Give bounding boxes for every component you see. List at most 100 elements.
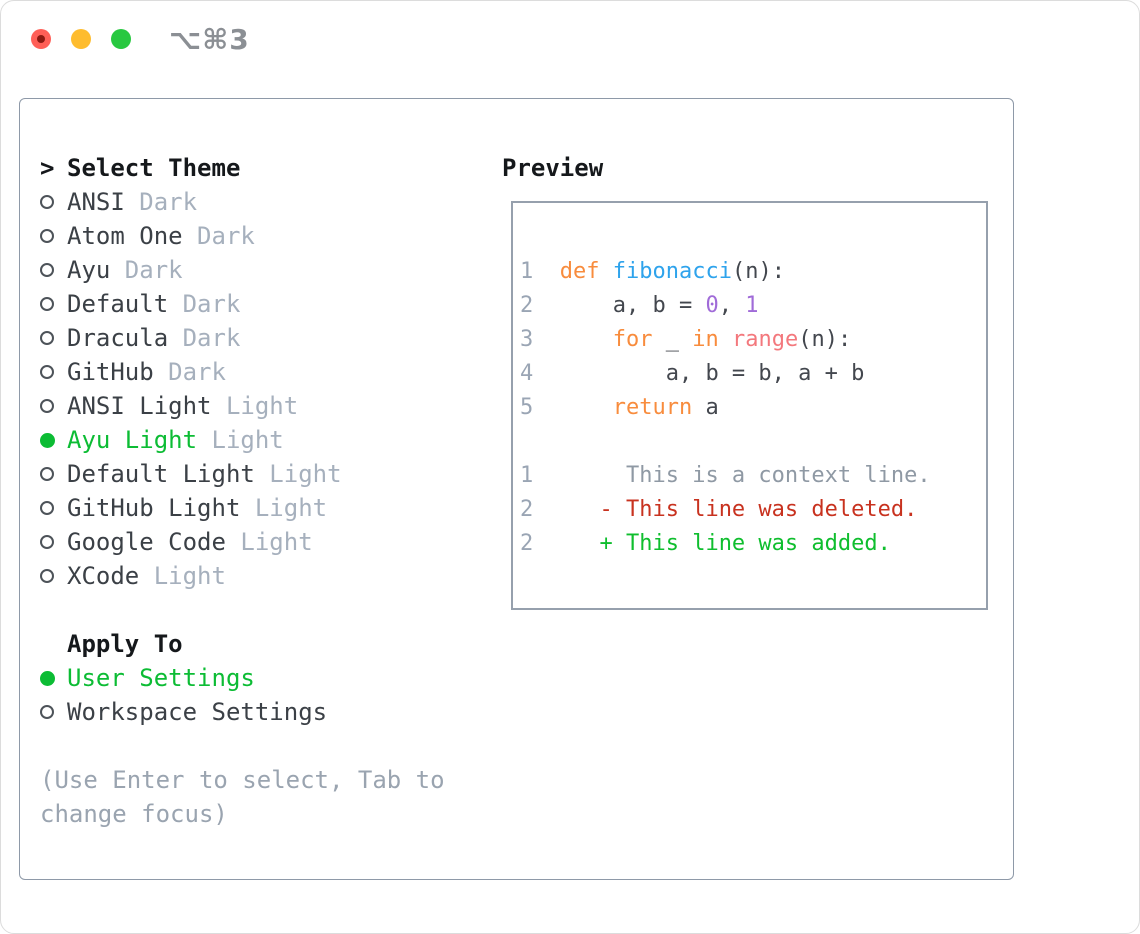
radio-icon [40, 705, 67, 719]
theme-option-ayu-dark[interactable]: Ayu Dark [40, 253, 490, 287]
theme-option-ansi-light-light[interactable]: ANSI Light Light [40, 389, 490, 423]
option-variant-label: Dark [182, 222, 255, 250]
option-variant-label: Light [225, 528, 313, 556]
apply-to-title: Apply To [67, 630, 183, 658]
option-label: Atom One [67, 222, 183, 250]
titlebar: ⌥⌘3 [1, 1, 1139, 77]
option-label: GitHub [67, 358, 154, 386]
code-segment-fn: fibonacci [612, 258, 732, 284]
option-label: User Settings [67, 664, 255, 692]
radio-icon [40, 569, 67, 583]
code-segment-ln: 2 [520, 496, 560, 522]
option-label: Dracula [67, 324, 169, 352]
code-segment-fg [600, 259, 613, 284]
radio-icon [40, 399, 67, 413]
theme-option-atom-one-dark[interactable]: Atom One Dark [40, 219, 490, 253]
select-theme-title: Select Theme [67, 154, 241, 182]
option-label: ANSI [67, 188, 125, 216]
code-segment-kw: return [612, 394, 693, 420]
theme-option-xcode-light[interactable]: XCode Light [40, 559, 490, 593]
code-segment-ln: 3 [520, 326, 560, 352]
radio-icon [40, 331, 67, 345]
code-segment-add: + This line was added. [559, 530, 891, 556]
code-segment-ln: 1 [520, 462, 560, 488]
code-segment-kw: for [612, 326, 653, 352]
option-variant-label: Dark [110, 256, 183, 284]
apply-to-header: Apply To [40, 627, 490, 661]
option-variant-label: Dark [124, 188, 198, 216]
code-segment-fg: , [718, 292, 746, 318]
code-line: 2 - This line was deleted. [520, 492, 986, 526]
code-segment-fg: a, b = [559, 292, 706, 318]
code-line [520, 424, 986, 458]
radio-selected-icon [40, 432, 67, 448]
code-line: 2 + This line was added. [520, 526, 986, 560]
code-line: 5 return a [520, 390, 986, 424]
theme-option-dracula-dark[interactable]: Dracula Dark [40, 321, 490, 355]
code-segment-fg: _ [652, 326, 693, 352]
option-label: Ayu [67, 256, 111, 284]
code-line: 1 This is a context line. [520, 458, 986, 492]
option-variant-label: Light [254, 460, 342, 488]
code-line: 2 a, b = 0, 1 [520, 288, 986, 322]
code-segment-call: range [731, 326, 799, 352]
option-variant-label: Dark [168, 290, 241, 318]
option-variant-label: Dark [168, 324, 241, 352]
code-segment-ln: 2 [520, 530, 560, 556]
option-variant-label: Dark [153, 358, 226, 386]
option-label: Default Light [67, 460, 255, 488]
option-variant-label: Light [197, 426, 284, 454]
radio-icon [40, 229, 67, 243]
code-segment-ln: 2 [520, 292, 560, 318]
apply-option-user-settings[interactable]: User Settings [40, 661, 490, 695]
option-label: Ayu Light [67, 426, 198, 454]
radio-selected-icon [40, 670, 67, 686]
radio-icon [40, 467, 67, 481]
code-segment-fg: (n): [731, 258, 785, 284]
code-segment-num: 1 [745, 292, 759, 318]
theme-option-github-dark[interactable]: GitHub Dark [40, 355, 490, 389]
focus-chevron-icon: > [40, 154, 55, 182]
theme-option-github-light-light[interactable]: GitHub Light Light [40, 491, 490, 525]
preview-title: Preview [502, 154, 604, 182]
close-button[interactable] [31, 29, 51, 49]
theme-option-default-light-light[interactable]: Default Light Light [40, 457, 490, 491]
theme-option-ansi-dark[interactable]: ANSI Dark [40, 185, 490, 219]
radio-icon [40, 535, 67, 549]
theme-option-default-dark[interactable]: Default Dark [40, 287, 490, 321]
window-title-shortcut: ⌥⌘3 [169, 23, 250, 56]
code-segment-del: - This line was deleted. [559, 496, 918, 522]
theme-option-google-code-light[interactable]: Google Code Light [40, 525, 490, 559]
code-segment-fg: a, b = b, a + b [559, 360, 865, 386]
code-segment-fg [560, 395, 613, 420]
code-segment-fg: a [692, 394, 719, 420]
select-theme-header: > Select Theme [40, 151, 490, 185]
option-label: GitHub Light [67, 494, 241, 522]
option-label: XCode [67, 562, 140, 590]
minimize-button[interactable] [71, 29, 91, 49]
radio-icon [40, 195, 67, 209]
zoom-button[interactable] [111, 29, 131, 49]
option-label: Workspace Settings [67, 698, 328, 726]
radio-icon [40, 263, 67, 277]
option-label: Default [67, 290, 169, 318]
section-gap [40, 593, 490, 627]
code-segment-kw: def [559, 258, 600, 284]
code-line: 3 for _ in range(n): [520, 322, 986, 356]
option-variant-label: Light [211, 392, 299, 420]
section-gap [40, 729, 490, 763]
code-segment-kw: in [692, 326, 719, 352]
option-variant-label: Light [139, 562, 226, 590]
code-segment-ln: 5 [520, 394, 560, 420]
apply-option-workspace-settings[interactable]: Workspace Settings [40, 695, 490, 729]
option-variant-label: Light [240, 494, 328, 522]
code-segment-fg [719, 327, 732, 352]
theme-option-ayu-light-light[interactable]: Ayu Light Light [40, 423, 490, 457]
option-label: ANSI Light [67, 392, 212, 420]
